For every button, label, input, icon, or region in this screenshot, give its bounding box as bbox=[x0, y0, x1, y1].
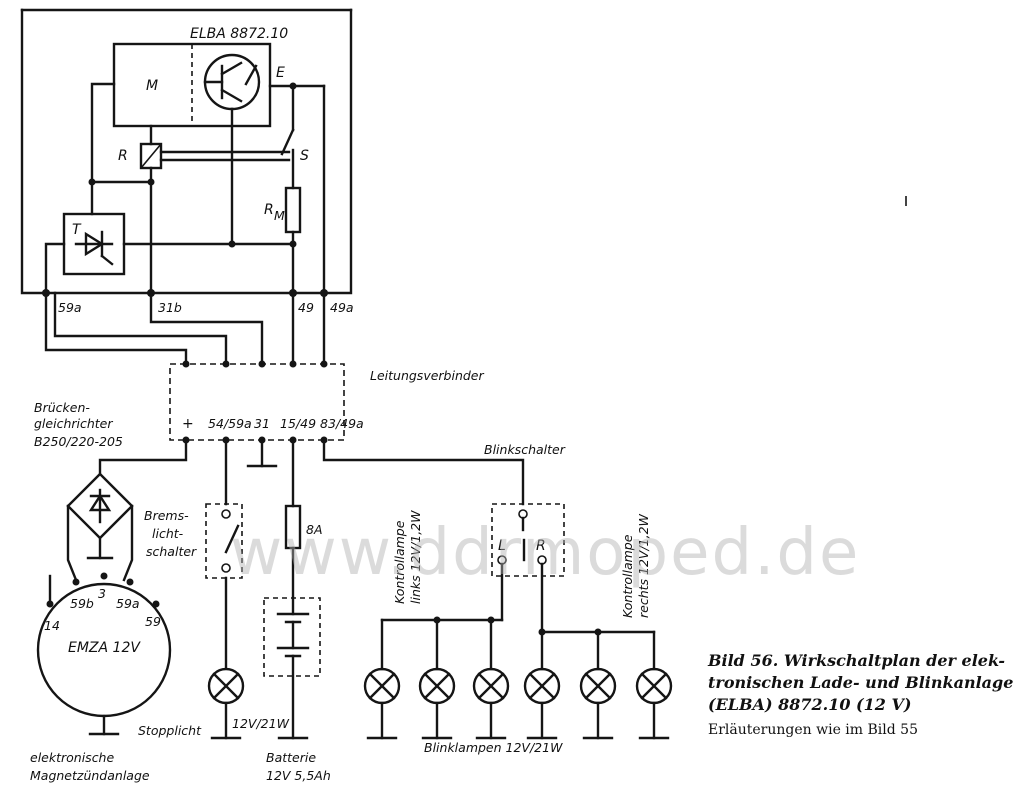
label-E: E bbox=[276, 65, 285, 81]
connector-plus: + bbox=[182, 416, 194, 432]
elba-module bbox=[20, 8, 353, 297]
connector-83-49a: 83/49a bbox=[320, 416, 364, 431]
caption-line4: Erläuterungen wie im Bild 55 bbox=[708, 722, 918, 738]
magneto-59: 59 bbox=[145, 614, 161, 629]
magneto-59a: 59a bbox=[116, 596, 140, 611]
battery-line1: Batterie bbox=[266, 750, 316, 765]
brake-light-branch: Brems- licht- schalter 12V/21W bbox=[144, 438, 290, 740]
blinker-lamp-4 bbox=[523, 630, 561, 740]
label-RM: R bbox=[264, 202, 274, 218]
label-stopplicht: Stopplicht bbox=[138, 723, 202, 738]
battery-branch: 8A Batterie 12V 5,5Ah bbox=[263, 438, 331, 783]
control-right-line1: Kontrollampe bbox=[620, 534, 635, 618]
rectifier-line2: gleichrichter bbox=[34, 416, 113, 431]
rectifier-line1: Brücken- bbox=[34, 400, 90, 415]
brake-line2: licht- bbox=[152, 526, 184, 541]
blinker-branch: Blinkschalter L R bbox=[322, 438, 656, 636]
blinker-R: R bbox=[536, 538, 546, 554]
terminal-59a: 59a bbox=[58, 300, 82, 315]
label-RM-sub: M bbox=[274, 208, 285, 223]
blinker-switch-label: Blinkschalter bbox=[484, 442, 566, 457]
caption-line2: tronischen Lade- und Blinkanlage bbox=[708, 673, 1013, 692]
ignition-line2: Magnetzündanlage bbox=[30, 768, 150, 783]
blinker-lamp-3 bbox=[472, 618, 510, 740]
blinker-L: L bbox=[498, 538, 506, 554]
connector-54-59a: 54/59a bbox=[208, 416, 252, 431]
terminal-31b: 31b bbox=[158, 300, 182, 315]
control-left-line2: links 12V/1,2W bbox=[408, 510, 423, 604]
control-left-line1: Kontrollampe bbox=[392, 520, 407, 604]
connector-block: Leitungsverbinder + 54/59a 31 15/49 83/4… bbox=[169, 363, 485, 468]
terminal-49: 49 bbox=[298, 300, 314, 315]
control-right-line2: rechts 12V/1,2W bbox=[636, 513, 651, 618]
label-R: R bbox=[118, 148, 128, 164]
label-M: M bbox=[146, 78, 158, 94]
caption-line1: Bild 56. Wirkschaltplan der elek- bbox=[707, 651, 1005, 670]
ignition-line1: elektronische bbox=[30, 750, 114, 765]
connector-label: Leitungsverbinder bbox=[370, 368, 485, 383]
module-title: ELBA 8872.10 bbox=[190, 26, 288, 42]
blinker-lamps bbox=[363, 618, 673, 740]
figure-caption: Bild 56. Wirkschaltplan der elek- tronis… bbox=[707, 651, 1013, 738]
blinker-labels: Kontrollampe links 12V/1,2W Kontrollampe… bbox=[392, 510, 651, 755]
blinker-lamp-2 bbox=[418, 618, 456, 740]
blinker-lamp-5 bbox=[579, 630, 617, 740]
watermark: www.ddrmoped.de bbox=[230, 516, 860, 590]
elba-labels: ELBA 8872.10 M E R S R M T 59a 31b 49 49… bbox=[58, 26, 354, 315]
blinklampen-label: Blinklampen 12V/21W bbox=[424, 740, 563, 755]
magneto-14: 14 bbox=[44, 618, 60, 633]
blinker-lamp-1 bbox=[363, 618, 401, 740]
rectifier-magneto: Brücken- gleichrichter B250/220-205 14 5… bbox=[30, 400, 202, 783]
brake-lamp-rating: 12V/21W bbox=[232, 716, 290, 731]
battery-line2: 12V 5,5Ah bbox=[266, 768, 331, 783]
magneto-3: 3 bbox=[98, 586, 106, 601]
fuse-label: 8A bbox=[306, 522, 323, 537]
module-to-connector-wires bbox=[44, 291, 328, 368]
blinker-lamp-6 bbox=[635, 630, 673, 740]
connector-31: 31 bbox=[254, 416, 270, 431]
magneto-name: EMZA 12V bbox=[68, 640, 141, 656]
terminal-49a: 49a bbox=[330, 300, 354, 315]
connector-15-49: 15/49 bbox=[280, 416, 316, 431]
rectifier-line3: B250/220-205 bbox=[34, 434, 123, 449]
brake-line1: Brems- bbox=[144, 508, 189, 523]
label-T: T bbox=[72, 222, 82, 238]
brake-line3: schalter bbox=[146, 544, 197, 559]
label-S: S bbox=[300, 148, 309, 164]
magneto-59b: 59b bbox=[70, 596, 94, 611]
caption-line3: (ELBA) 8872.10 (12 V) bbox=[708, 695, 911, 714]
